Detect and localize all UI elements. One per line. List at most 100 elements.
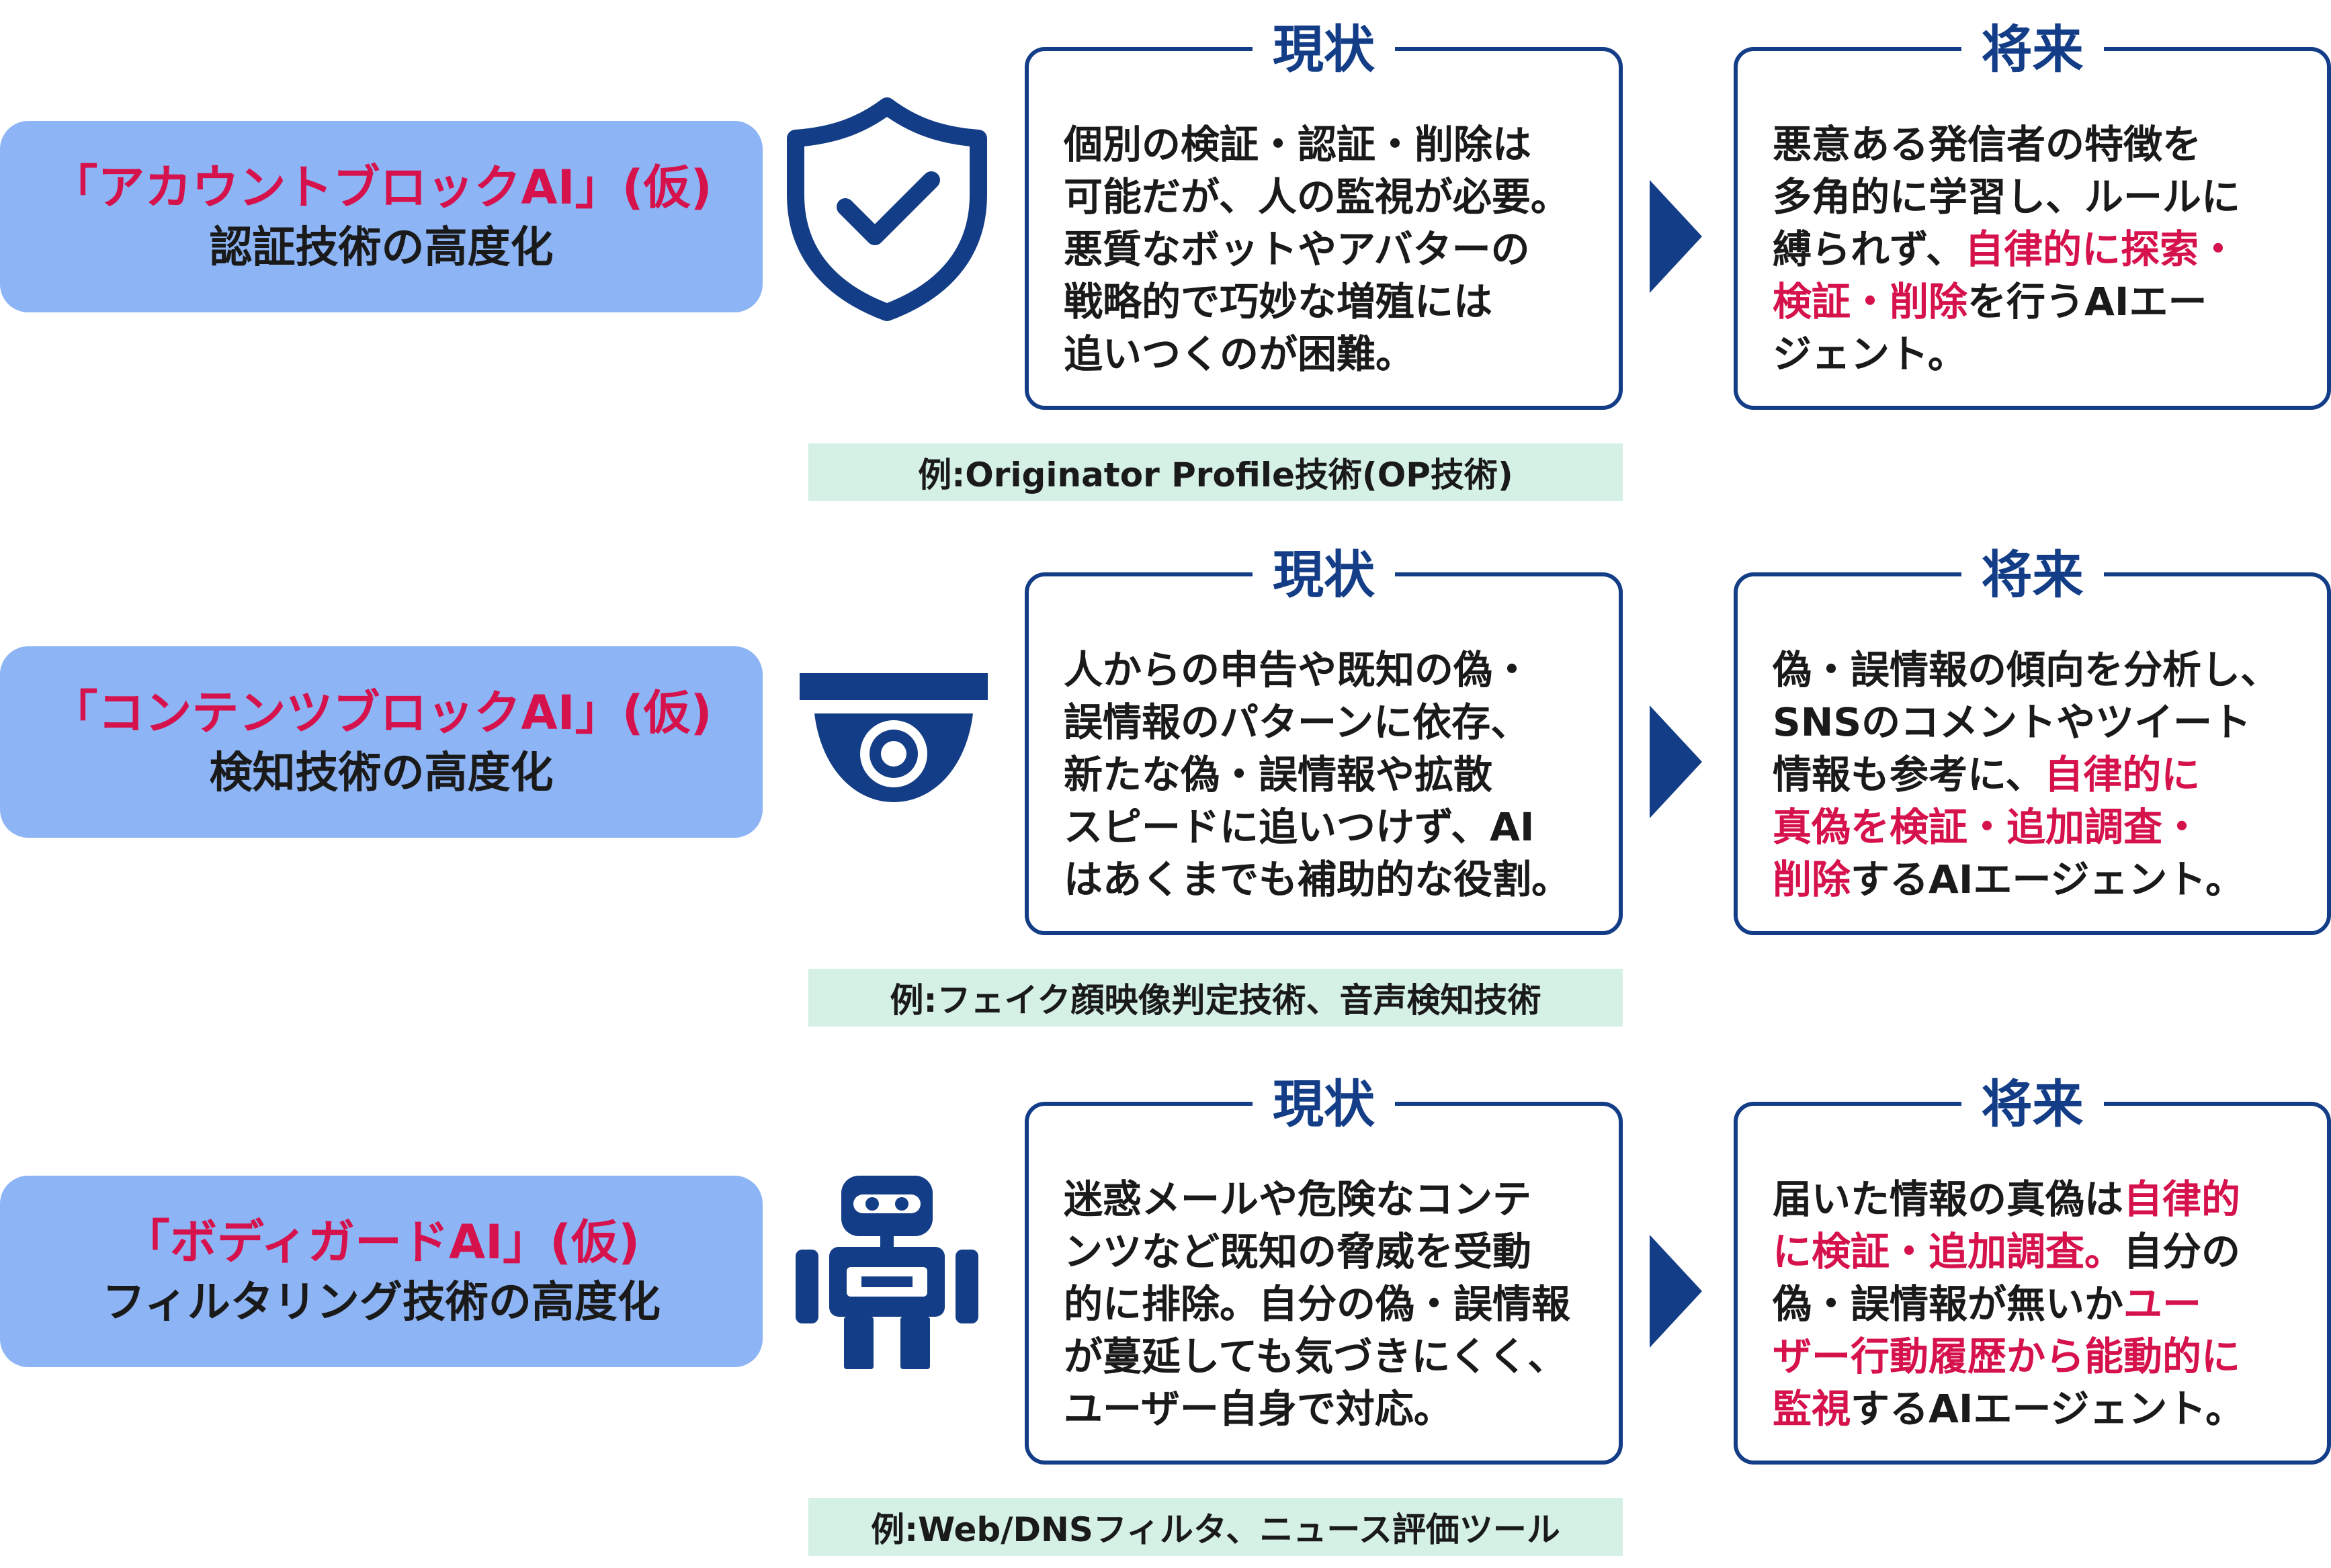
- body-text: 個別の検証・認証・削除は: [1064, 122, 1532, 167]
- text-line: 情報も参考に、自律的に: [1773, 748, 2300, 801]
- body-text: ユーザー自身で対応。: [1064, 1386, 1453, 1432]
- current-state-box: 現状 人からの申告や既知の偽・誤情報のパターンに依存、新たな偽・誤情報や拡散スピ…: [1025, 546, 1623, 935]
- text-line: 可能だが、人の監視が必要。: [1064, 171, 1592, 223]
- text-line: 悪質なボットやアバターの: [1064, 223, 1592, 275]
- current-text: 個別の検証・認証・削除は可能だが、人の監視が必要。悪質なボットやアバターの戦略的…: [1064, 118, 1592, 380]
- text-line: に検証・追加調査。自分の: [1773, 1225, 2300, 1278]
- body-text: 可能だが、人の監視が必要。: [1064, 174, 1570, 220]
- current-heading: 現状: [1253, 20, 1395, 79]
- text-line: 個別の検証・認証・削除は: [1064, 118, 1592, 171]
- text-line: 多角的に学習し、ルールに: [1773, 171, 2300, 223]
- text-line: スピードに追いつけず、AI: [1064, 801, 1592, 853]
- body-text: を行うAIエー: [1967, 279, 2207, 324]
- text-line: ユーザー自身で対応。: [1064, 1383, 1592, 1435]
- text-line: 誤情報のパターンに依存、: [1064, 696, 1592, 748]
- highlight-text: に検証・追加調査。: [1773, 1229, 2124, 1274]
- body-text: 新たな偽・誤情報や拡散: [1064, 752, 1493, 797]
- text-line: ザー行動履歴から能動的に: [1773, 1330, 2300, 1383]
- category-pill: 「コンテンツブロックAI」(仮) 検知技術の高度化: [0, 646, 763, 838]
- current-heading: 現状: [1253, 546, 1395, 605]
- body-text: 追いつくのが困難。: [1064, 331, 1415, 377]
- highlight-text: ユー: [2123, 1281, 2202, 1327]
- body-text: 誤情報のパターンに依存、: [1064, 699, 1530, 745]
- highlight-text: 自律的に: [2044, 752, 2201, 797]
- category-name: 「ボディガードAI」(仮): [122, 1214, 640, 1270]
- future-state-box: 将来 偽・誤情報の傾向を分析し、 SNSのコメントやツイート情報も参考に、自律的に…: [1734, 546, 2331, 935]
- highlight-text: 検証・削除: [1773, 279, 1968, 324]
- text-line: 偽・誤情報の傾向を分析し、: [1773, 644, 2300, 696]
- text-line: SNSのコメントやツイート: [1773, 696, 2300, 748]
- category-name: 「アカウントブロックAI」(仮): [50, 159, 712, 215]
- body-text: 悪意ある発信者の特徴を: [1773, 122, 2202, 167]
- category-pill: 「アカウントブロックAI」(仮) 認証技術の高度化: [0, 121, 763, 312]
- body-text: 縛られず、: [1773, 226, 1965, 272]
- future-state-box: 将来 届いた情報の真偽は自律的に検証・追加調査。自分の偽・誤情報が無いかユーザー…: [1734, 1075, 2331, 1465]
- text-line: 検証・削除を行うAIエー: [1773, 275, 2300, 328]
- future-text: 悪意ある発信者の特徴を多角的に学習し、ルールに縛られず、自律的に探索・検証・削除…: [1773, 118, 2300, 380]
- text-line: ンツなど既知の脅威を受動: [1064, 1225, 1592, 1278]
- body-text: するAIエージェント。: [1851, 857, 2245, 902]
- category-name: 「コンテンツブロックAI」(仮): [50, 685, 712, 740]
- current-state-box: 現状 迷惑メールや危険なコンテンツなど既知の脅威を受動的に排除。自分の偽・誤情報…: [1025, 1075, 1623, 1465]
- text-line: 戦略的で巧妙な増殖には: [1064, 275, 1592, 328]
- body-text: スピードに追いつけず、AI: [1064, 804, 1535, 850]
- text-line: 悪意ある発信者の特徴を: [1773, 118, 2300, 171]
- arrow-right-icon: [1650, 1235, 1702, 1348]
- body-text: SNSのコメントやツイート: [1773, 699, 2252, 745]
- robot-icon: [779, 1149, 994, 1377]
- body-text: 届いた情報の真偽は: [1773, 1176, 2124, 1222]
- body-text: 偽・誤情報が無いか: [1773, 1281, 2124, 1327]
- text-line: 的に排除。自分の偽・誤情報: [1064, 1278, 1592, 1330]
- current-heading: 現状: [1253, 1075, 1395, 1134]
- row-bodyguard: 「ボディガードAI」(仮) フィルタリング技術の高度化 現状 迷惑メールや危険な…: [0, 1075, 2331, 1556]
- text-line: 真偽を検証・追加調査・: [1773, 801, 2300, 853]
- body-text: 迷惑メールや危険なコンテ: [1064, 1176, 1532, 1222]
- text-line: 偽・誤情報が無いかユー: [1773, 1278, 2300, 1330]
- body-text: 的に排除。自分の偽・誤情報: [1064, 1281, 1571, 1327]
- category-subtitle: フィルタリング技術の高度化: [102, 1277, 661, 1327]
- shield-check-icon: [779, 94, 994, 322]
- body-text: するAIエージェント。: [1851, 1386, 2245, 1432]
- body-text: ンツなど既知の脅威を受動: [1064, 1229, 1532, 1274]
- text-line: 縛られず、自律的に探索・: [1773, 223, 2300, 275]
- highlight-text: 真偽を検証・追加調査・: [1773, 804, 2202, 850]
- future-heading: 将来: [1961, 1075, 2104, 1134]
- body-text: ジェント。: [1773, 331, 1967, 377]
- text-line: 削除するAIエージェント。: [1773, 853, 2300, 906]
- body-text: 人からの申告や既知の偽・: [1064, 647, 1532, 693]
- body-text: が蔓延しても気づきにくく、: [1064, 1334, 1567, 1379]
- highlight-text: 自律的に探索・: [1964, 226, 2238, 272]
- text-line: 届いた情報の真偽は自律的: [1773, 1173, 2300, 1225]
- current-text: 人からの申告や既知の偽・誤情報のパターンに依存、新たな偽・誤情報や拡散スピードに…: [1064, 644, 1592, 906]
- highlight-text: 削除: [1773, 857, 1851, 902]
- future-heading: 将来: [1961, 546, 2104, 605]
- category-subtitle: 認証技術の高度化: [209, 222, 554, 273]
- body-text: 情報も参考に、: [1773, 752, 2045, 797]
- text-line: 追いつくのが困難。: [1064, 328, 1592, 380]
- body-text: 自分の: [2123, 1229, 2241, 1274]
- security-camera-icon: [779, 619, 994, 848]
- body-text: 偽・誤情報の傾向を分析し、: [1773, 647, 2280, 693]
- current-state-box: 現状 個別の検証・認証・削除は可能だが、人の監視が必要。悪質なボットやアバターの…: [1025, 20, 1623, 410]
- example-label: 例:フェイク顔映像判定技術、音声検知技術: [808, 969, 1623, 1027]
- example-label: 例:Web/DNSフィルタ、ニュース評価ツール: [808, 1498, 1623, 1556]
- future-heading: 将来: [1961, 20, 2104, 79]
- future-text: 届いた情報の真偽は自律的に検証・追加調査。自分の偽・誤情報が無いかユーザー行動履…: [1773, 1173, 2300, 1435]
- text-line: ジェント。: [1773, 328, 2300, 380]
- text-line: はあくまでも補助的な役割。: [1064, 853, 1592, 906]
- text-line: 監視するAIエージェント。: [1773, 1383, 2300, 1435]
- highlight-text: 監視: [1773, 1386, 1851, 1432]
- category-subtitle: 検知技術の高度化: [209, 748, 554, 798]
- body-text: 多角的に学習し、ルールに: [1773, 174, 2241, 220]
- row-account-block: 「アカウントブロックAI」(仮) 認証技術の高度化 現状 個別の検証・認証・削除…: [0, 20, 2331, 501]
- body-text: 戦略的で巧妙な増殖には: [1064, 279, 1493, 324]
- category-pill: 「ボディガードAI」(仮) フィルタリング技術の高度化: [0, 1176, 763, 1367]
- body-text: はあくまでも補助的な役割。: [1064, 857, 1571, 902]
- highlight-text: 自律的: [2123, 1176, 2241, 1222]
- text-line: が蔓延しても気づきにくく、: [1064, 1330, 1592, 1383]
- text-line: 新たな偽・誤情報や拡散: [1064, 748, 1592, 801]
- arrow-right-icon: [1650, 180, 1702, 293]
- highlight-text: ザー行動履歴から能動的に: [1773, 1334, 2241, 1379]
- text-line: 迷惑メールや危険なコンテ: [1064, 1173, 1592, 1225]
- future-state-box: 将来 悪意ある発信者の特徴を多角的に学習し、ルールに縛られず、自律的に探索・検証…: [1734, 20, 2331, 410]
